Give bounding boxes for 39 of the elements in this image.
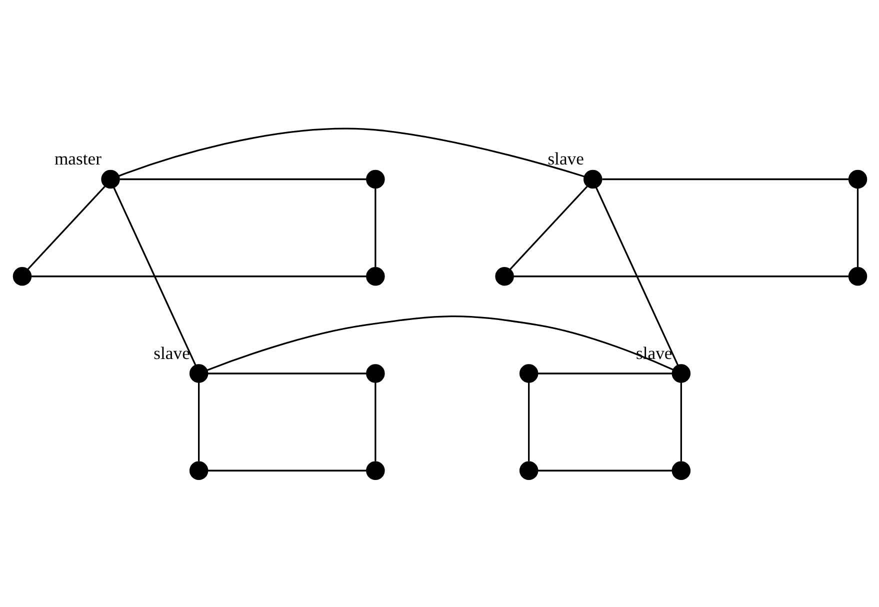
connector — [207, 469, 366, 471]
connector — [30, 275, 366, 277]
connector — [513, 275, 848, 277]
node-circle — [671, 364, 690, 382]
node-circle — [366, 169, 384, 188]
connector — [680, 382, 682, 461]
node-circle — [671, 460, 690, 480]
node-circle — [188, 364, 208, 382]
connector — [594, 186, 678, 365]
node-circle — [366, 460, 384, 480]
node-circle — [12, 266, 32, 286]
node-circle — [494, 266, 514, 286]
connector — [26, 186, 105, 270]
connector — [537, 372, 672, 374]
connector — [374, 382, 376, 461]
node-circle — [518, 460, 538, 480]
connector — [508, 186, 588, 270]
connector — [856, 188, 858, 267]
node-label: slave — [153, 342, 190, 362]
node-circle — [100, 169, 120, 188]
connector — [119, 178, 366, 180]
connector — [112, 186, 196, 365]
connector — [602, 178, 848, 180]
connector — [206, 315, 673, 370]
connector — [207, 372, 366, 374]
connector — [537, 469, 672, 471]
node-circle — [848, 169, 867, 188]
connector — [198, 382, 200, 461]
connector — [118, 127, 584, 177]
connector — [374, 188, 376, 267]
node-label: slave — [547, 148, 584, 168]
node-circle — [848, 266, 867, 286]
connector — [528, 382, 530, 461]
node-circle — [188, 460, 208, 480]
node-circle — [366, 364, 384, 382]
node-circle — [582, 169, 602, 188]
node-label: master — [54, 148, 101, 168]
node-circle — [366, 266, 384, 286]
node-circle — [518, 364, 538, 382]
